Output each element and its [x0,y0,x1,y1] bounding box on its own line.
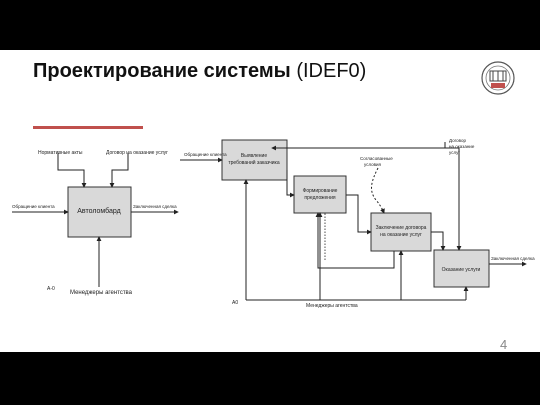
control-top-right-line-1: Договор [449,138,466,143]
block-4 [433,249,490,288]
context-diagram: Автоломбард Нормативные акты Договор на … [12,150,179,296]
context-control-2: Договор на оказание услуг [106,150,168,156]
page-number: 4 [500,337,508,352]
context-mechanism-label: Менеджеры агентства [70,290,133,296]
block-2-line-1: Формирование [303,188,338,194]
block-1-line-2: требований заказчика [228,159,279,166]
title-accent-line [33,126,143,129]
control-top-right-line-3: услуг [449,150,460,155]
idef0-diagram: Автоломбард Нормативные акты Договор на … [12,138,535,309]
title-bold: Проектирование системы [33,60,291,82]
page-title: Проектирование системы (IDEF0) [33,60,366,83]
control-middle-line-1: Согласованные [360,156,393,161]
block-3-line-2: на оказание услуг [380,232,422,238]
block-4-line-1: Оказание услуги [442,267,481,273]
decomp-output-label: Заключенная сделка [491,256,535,261]
context-control-1: Нормативные акты [38,150,83,156]
context-input-label: Обращение клиента [12,204,55,209]
decomposition-diagram: Выявление требований заказчика Формирова… [180,138,535,309]
block-3-line-1: Заключение договора [376,225,427,231]
decomp-mechanism-label: Менеджеры агентства [306,303,358,309]
context-box-label: Автоломбард [77,207,120,215]
context-node-id: A-0 [47,286,55,292]
context-output-label: Заключенная сделка [133,204,177,209]
university-logo-icon [481,61,515,95]
control-top-right-line-2: на оказание [449,144,475,149]
block-2-line-2: предложения [304,195,335,201]
title-normal: (IDEF0) [296,60,367,82]
decomp-input-label: Обращение клиента [184,152,227,157]
decomp-node-id: A0 [232,300,238,306]
control-middle-line-2: условия [364,162,382,167]
block-1-line-1: Выявление [241,153,267,159]
